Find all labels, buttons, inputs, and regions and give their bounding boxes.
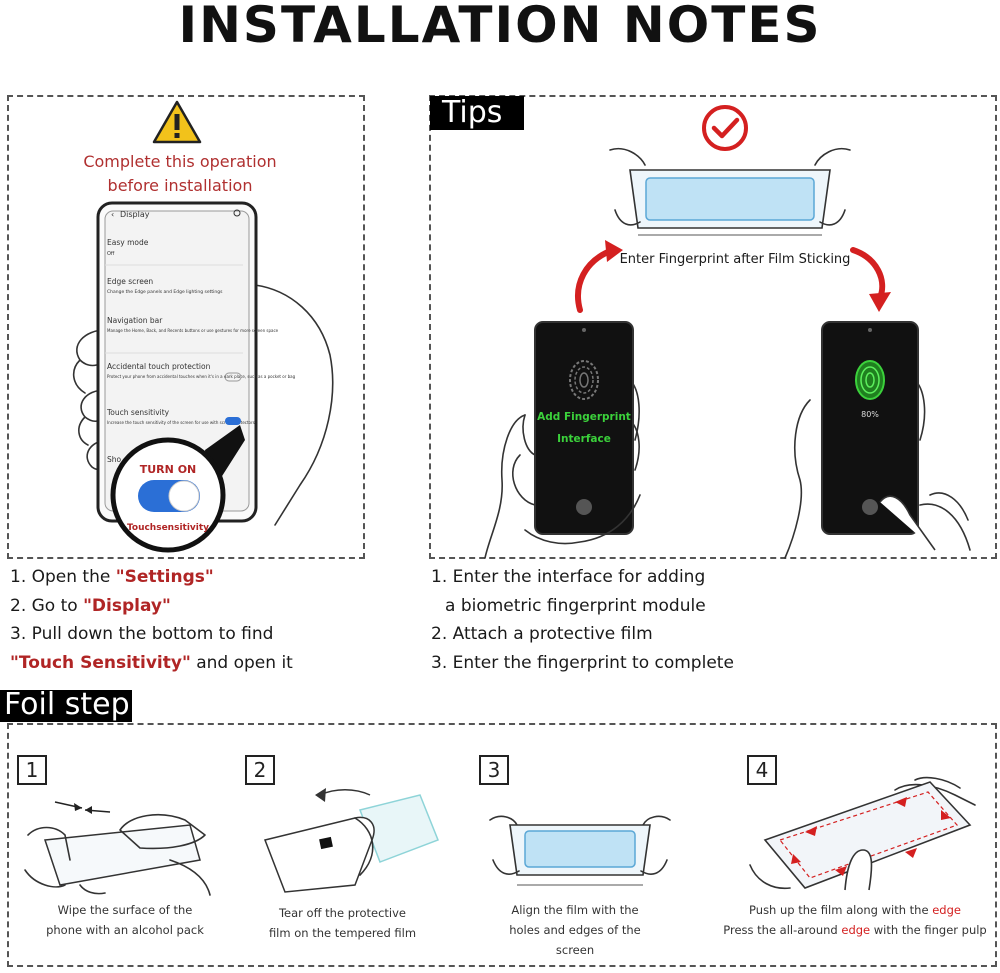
search-icon bbox=[233, 209, 241, 217]
check-icon bbox=[702, 105, 748, 151]
settings-screen: ‹ Display Easy mode Off Edge screen Chan… bbox=[105, 209, 296, 464]
interface-label: Interface bbox=[557, 433, 611, 445]
screen-header: Display bbox=[120, 210, 150, 219]
tip-step-line: 3. Enter the fingerprint to complete bbox=[431, 652, 734, 673]
warning-line-1: Complete this operation bbox=[83, 152, 277, 171]
red-curved-arrow-right bbox=[850, 247, 891, 312]
foil-step-1-caption: Wipe the surface of the phone with an al… bbox=[35, 900, 215, 940]
warning-icon bbox=[152, 100, 202, 144]
fingerprint-setup-labels: Add Fingerprint Interface bbox=[537, 411, 631, 445]
tips-panel bbox=[429, 95, 997, 559]
press-edges-illustration bbox=[749, 776, 976, 891]
step-line: 1. Open the "Settings" bbox=[10, 567, 214, 587]
fingerprint-enroll-labels: 80% bbox=[861, 410, 879, 419]
film-applied-illustration bbox=[609, 147, 851, 236]
tips-caption: Enter Fingerprint after Film Sticking bbox=[619, 252, 851, 267]
add-fingerprint-label: Add Fingerprint bbox=[537, 411, 631, 423]
step-line: 3. Pull down the bottom to find bbox=[10, 624, 274, 644]
align-film-illustration bbox=[489, 815, 671, 886]
enroll-percent: 80% bbox=[861, 410, 879, 419]
caption-line: phone with an alcohol pack bbox=[46, 923, 204, 937]
setting-title: Accidental touch protection bbox=[107, 362, 211, 371]
tips-steps: 1. Enter the interface for adding a biom… bbox=[431, 563, 991, 677]
foil-step-tag: Foil step bbox=[0, 690, 132, 722]
step-line: "Touch Sensitivity" and open it bbox=[10, 652, 293, 673]
setting-sub: Off bbox=[107, 251, 115, 257]
warning-line-2: before installation bbox=[107, 176, 253, 195]
setting-title: Touch sensitivity bbox=[106, 408, 170, 417]
foil-step-3-caption: Align the film with the holes and edges … bbox=[490, 900, 660, 960]
fingerprint-enroll-phone bbox=[784, 321, 971, 559]
caption-line: Push up the film along with the edge bbox=[749, 903, 961, 917]
zoom-callout-labels: TURN ON Touchsensitivity bbox=[127, 463, 209, 533]
step-number-3: 3 bbox=[479, 755, 509, 785]
peel-film-illustration bbox=[263, 788, 439, 893]
setting-title: Easy mode bbox=[107, 238, 149, 247]
foil-step-4-caption: Push up the film along with the edge Pre… bbox=[715, 900, 995, 940]
tips-tag: Tips bbox=[430, 96, 524, 130]
setting-sub: Manage the Home, Back, and Recents butto… bbox=[107, 328, 279, 333]
setting-sub: Change the Edge panels and Edge lighting… bbox=[107, 289, 223, 295]
red-curved-arrow-left bbox=[575, 240, 623, 313]
step-number-2: 2 bbox=[245, 755, 275, 785]
setting-sub: Protect your phone from accidental touch… bbox=[107, 374, 296, 379]
step-line: 2. Go to "Display" bbox=[10, 595, 171, 616]
accidental-touch-toggle bbox=[224, 372, 242, 382]
zoom-callout bbox=[110, 425, 245, 553]
back-chevron-icon: ‹ bbox=[111, 210, 114, 219]
foil-step-2-caption: Tear off the protective film on the temp… bbox=[255, 903, 430, 943]
setting-title: Edge screen bbox=[107, 277, 153, 286]
caption-line: Align the film with the bbox=[511, 903, 639, 917]
caption-line: film on the tempered film bbox=[268, 926, 417, 940]
tip-step-line: 1. Enter the interface for adding bbox=[431, 567, 706, 587]
page-title: INSTALLATION NOTES bbox=[178, 0, 822, 54]
caption-line: Wipe the surface of the bbox=[57, 903, 193, 917]
fingerprint-setup-phone bbox=[484, 321, 641, 559]
touch-sensitivity-zoom-label: Touchsensitivity bbox=[127, 523, 209, 533]
wipe-phone-illustration bbox=[24, 801, 211, 896]
setting-title: Sho bbox=[107, 455, 122, 464]
setting-sub: Increase the touch sensitivity of the sc… bbox=[107, 420, 255, 425]
tip-step-line: 2. Attach a protective film bbox=[431, 624, 653, 644]
caption-line: Press the all-around edge with the finge… bbox=[723, 923, 987, 937]
caption-line: Tear off the protective bbox=[278, 906, 407, 920]
touch-sensitivity-toggle bbox=[225, 417, 241, 425]
pre-install-steps: 1. Open the "Settings" 2. Go to "Display… bbox=[10, 563, 360, 677]
step-number-1: 1 bbox=[17, 755, 47, 785]
tip-step-line: a biometric fingerprint module bbox=[445, 595, 706, 616]
pre-install-panel bbox=[7, 95, 365, 559]
setting-title: Navigation bar bbox=[107, 316, 163, 325]
warning-note: Complete this operation before installat… bbox=[60, 150, 300, 198]
turn-on-label: TURN ON bbox=[140, 463, 197, 476]
foil-step-panel bbox=[7, 723, 997, 967]
step-number-4: 4 bbox=[747, 755, 777, 785]
caption-line: holes and edges of the screen bbox=[509, 923, 641, 957]
